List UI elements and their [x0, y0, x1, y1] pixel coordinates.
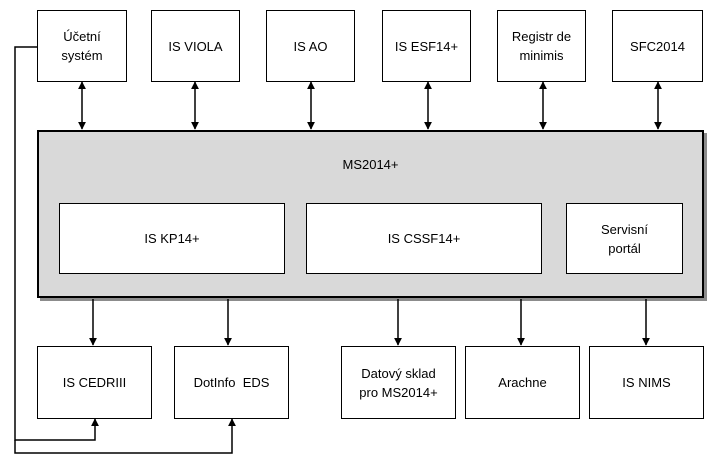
box-servisni-portal: Servisní portál — [566, 203, 683, 274]
box-dotinfo-eds: DotInfo EDS — [174, 346, 289, 419]
box-is-esf14: IS ESF14+ — [382, 10, 471, 82]
box-label: Arachne — [498, 375, 547, 390]
box-label: Účetní systém — [61, 29, 103, 63]
box-ucetni-system: Účetní systém — [37, 10, 127, 82]
box-label: DotInfo EDS — [193, 375, 270, 390]
box-is-cedriii: IS CEDRIII — [37, 346, 152, 419]
ms2014-title: MS2014+ — [342, 157, 399, 172]
box-is-cssf14: IS CSSF14+ — [306, 203, 542, 274]
box-label: IS VIOLA — [168, 38, 223, 54]
box-label: IS AO — [293, 38, 328, 54]
box-label: IS CSSF14+ — [387, 231, 461, 246]
box-label: Registr de minimis — [511, 29, 572, 63]
box-arachne: Arachne — [465, 346, 580, 419]
box-datovy-sklad: Datový sklad pro MS2014+ — [341, 346, 456, 419]
box-label: IS KP14+ — [144, 231, 200, 246]
box-label: IS NIMS — [622, 375, 671, 390]
arrow-ucetni-dotinfo — [14, 418, 236, 454]
box-label: SFC2014 — [630, 38, 685, 54]
box-label: Servisní portál — [601, 221, 648, 256]
box-is-kp14: IS KP14+ — [59, 203, 285, 274]
box-sfc2014: SFC2014 — [612, 10, 703, 82]
box-is-ao: IS AO — [266, 10, 355, 82]
box-registr-de-minimis: Registr de minimis — [497, 10, 586, 82]
box-label: IS CEDRIII — [62, 375, 127, 390]
box-is-nims: IS NIMS — [589, 346, 704, 419]
box-label: IS ESF14+ — [394, 38, 459, 54]
box-is-viola: IS VIOLA — [151, 10, 240, 82]
box-label: Datový sklad pro MS2014+ — [359, 365, 438, 400]
